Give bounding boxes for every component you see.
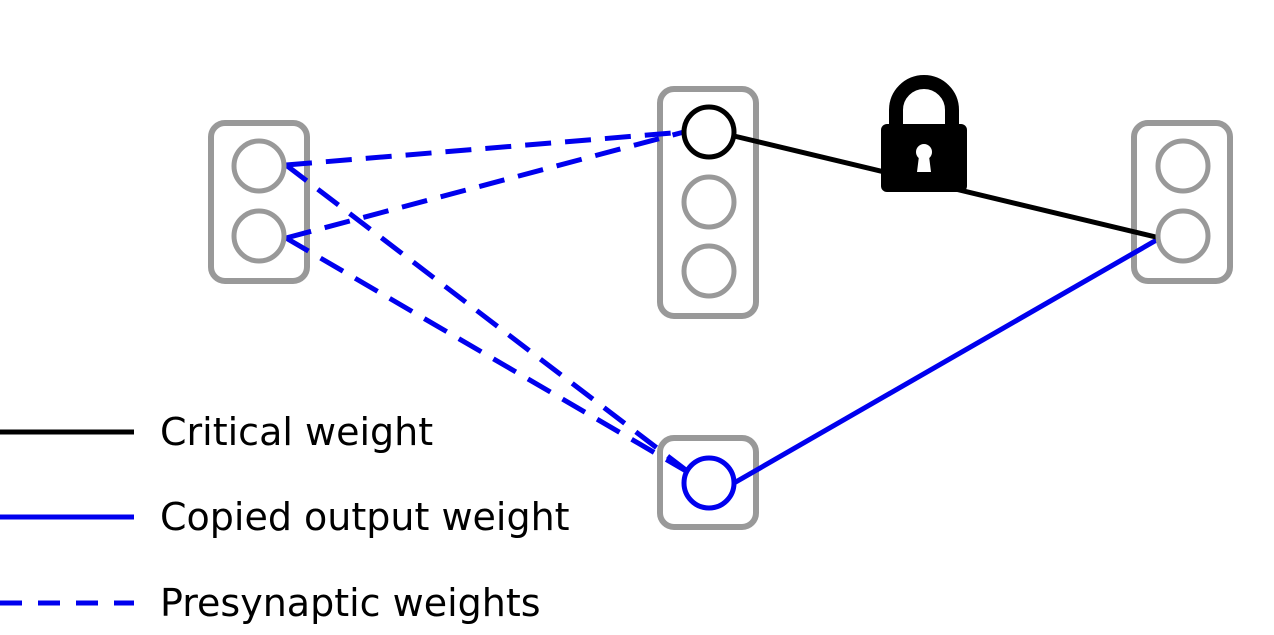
presynaptic-weights xyxy=(284,129,697,479)
copied-neuron-box xyxy=(657,435,759,530)
presynaptic-weight xyxy=(284,235,688,474)
legend-copied-label: Copied output weight xyxy=(160,495,570,539)
critical-neuron xyxy=(681,104,737,160)
copied-output-weight xyxy=(732,235,1162,486)
input-neuron xyxy=(231,208,287,264)
copied-neuron xyxy=(681,455,737,511)
hidden-layer-box xyxy=(657,86,759,319)
presynaptic-weight xyxy=(285,129,685,241)
output-neuron xyxy=(1155,138,1211,194)
hidden-neuron xyxy=(681,174,737,230)
input-neuron xyxy=(231,138,287,194)
lock-icon xyxy=(881,75,967,192)
output-neuron xyxy=(1155,208,1211,264)
input-layer-box xyxy=(208,120,310,284)
legend-critical-label: Critical weight xyxy=(160,410,433,454)
presynaptic-weight xyxy=(285,129,685,168)
hidden-neuron xyxy=(681,243,737,299)
legend: Critical weight Copied output weight Pre… xyxy=(0,410,570,625)
presynaptic-weight xyxy=(284,163,697,479)
legend-presynaptic-label: Presynaptic weights xyxy=(160,581,541,625)
output-layer-box xyxy=(1131,120,1233,284)
